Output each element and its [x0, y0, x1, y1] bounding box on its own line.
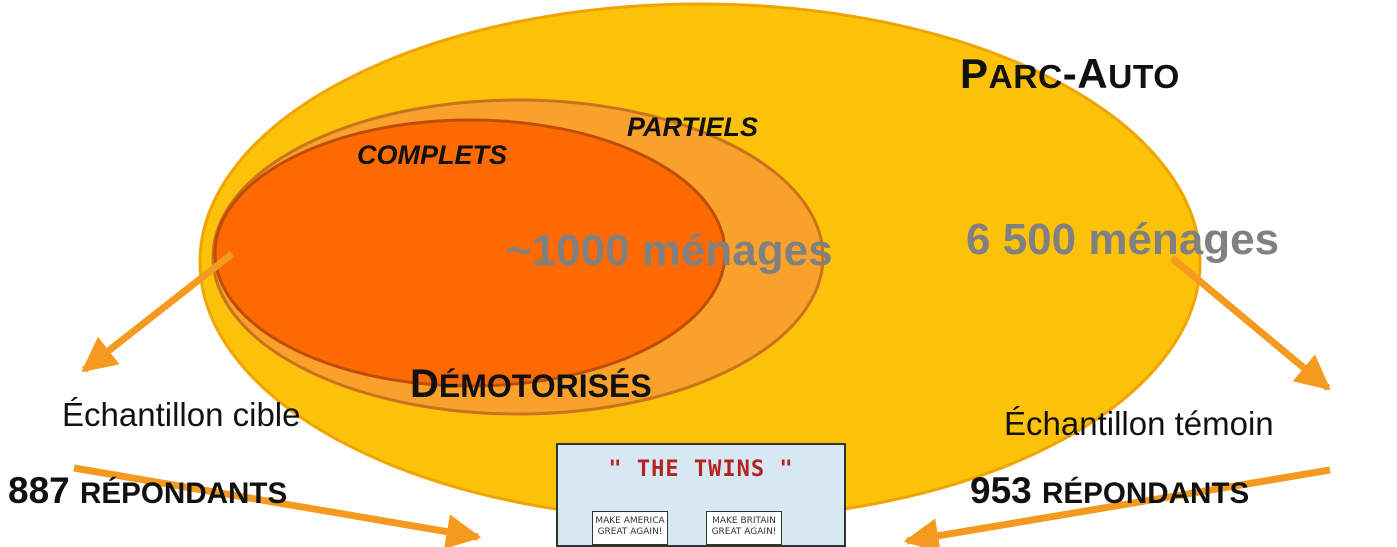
target-respondents-count: 887: [8, 470, 70, 511]
middle-set-count: ~1000 ménages: [506, 226, 833, 275]
outer-set-count: 6 500 ménages: [966, 215, 1280, 264]
control-respondents: 953 RÉPONDANTS: [970, 470, 1249, 512]
target-respondents-word: RÉPONDANTS: [80, 477, 288, 510]
control-respondents-count: 953: [970, 470, 1032, 511]
target-respondents: 887 RÉPONDANTS: [8, 470, 287, 512]
complets-ellipse: [213, 118, 727, 388]
demotorises-title: DÉMOTORISÉS: [410, 362, 652, 406]
control-respondents-word: RÉPONDANTS: [1042, 477, 1250, 510]
partiels-label: PARTIELS: [627, 112, 759, 142]
cartoon-title: " THE TWINS ": [608, 457, 794, 482]
target-sample-label: Échantillon cible: [62, 396, 301, 433]
cartoon-sign-america: MAKE AMERICA GREAT AGAIN!: [592, 511, 668, 545]
arrow-to-control-sample: [1169, 255, 1331, 391]
arrow-to-target-sample: [81, 251, 235, 373]
control-sample-label: Échantillon témoin: [1004, 405, 1274, 442]
cartoon-sign-britain: MAKE BRITAIN GREAT AGAIN!: [706, 511, 782, 545]
complets-label: COMPLETS: [357, 140, 508, 170]
parc-auto-title: PARC-AUTO: [960, 50, 1180, 97]
twins-cartoon: " THE TWINS " MAKE AMERICA GREAT AGAIN! …: [556, 443, 846, 547]
arrow-target-to-cartoon: [73, 464, 482, 547]
arrow-control-to-cartoon: [903, 466, 1331, 547]
